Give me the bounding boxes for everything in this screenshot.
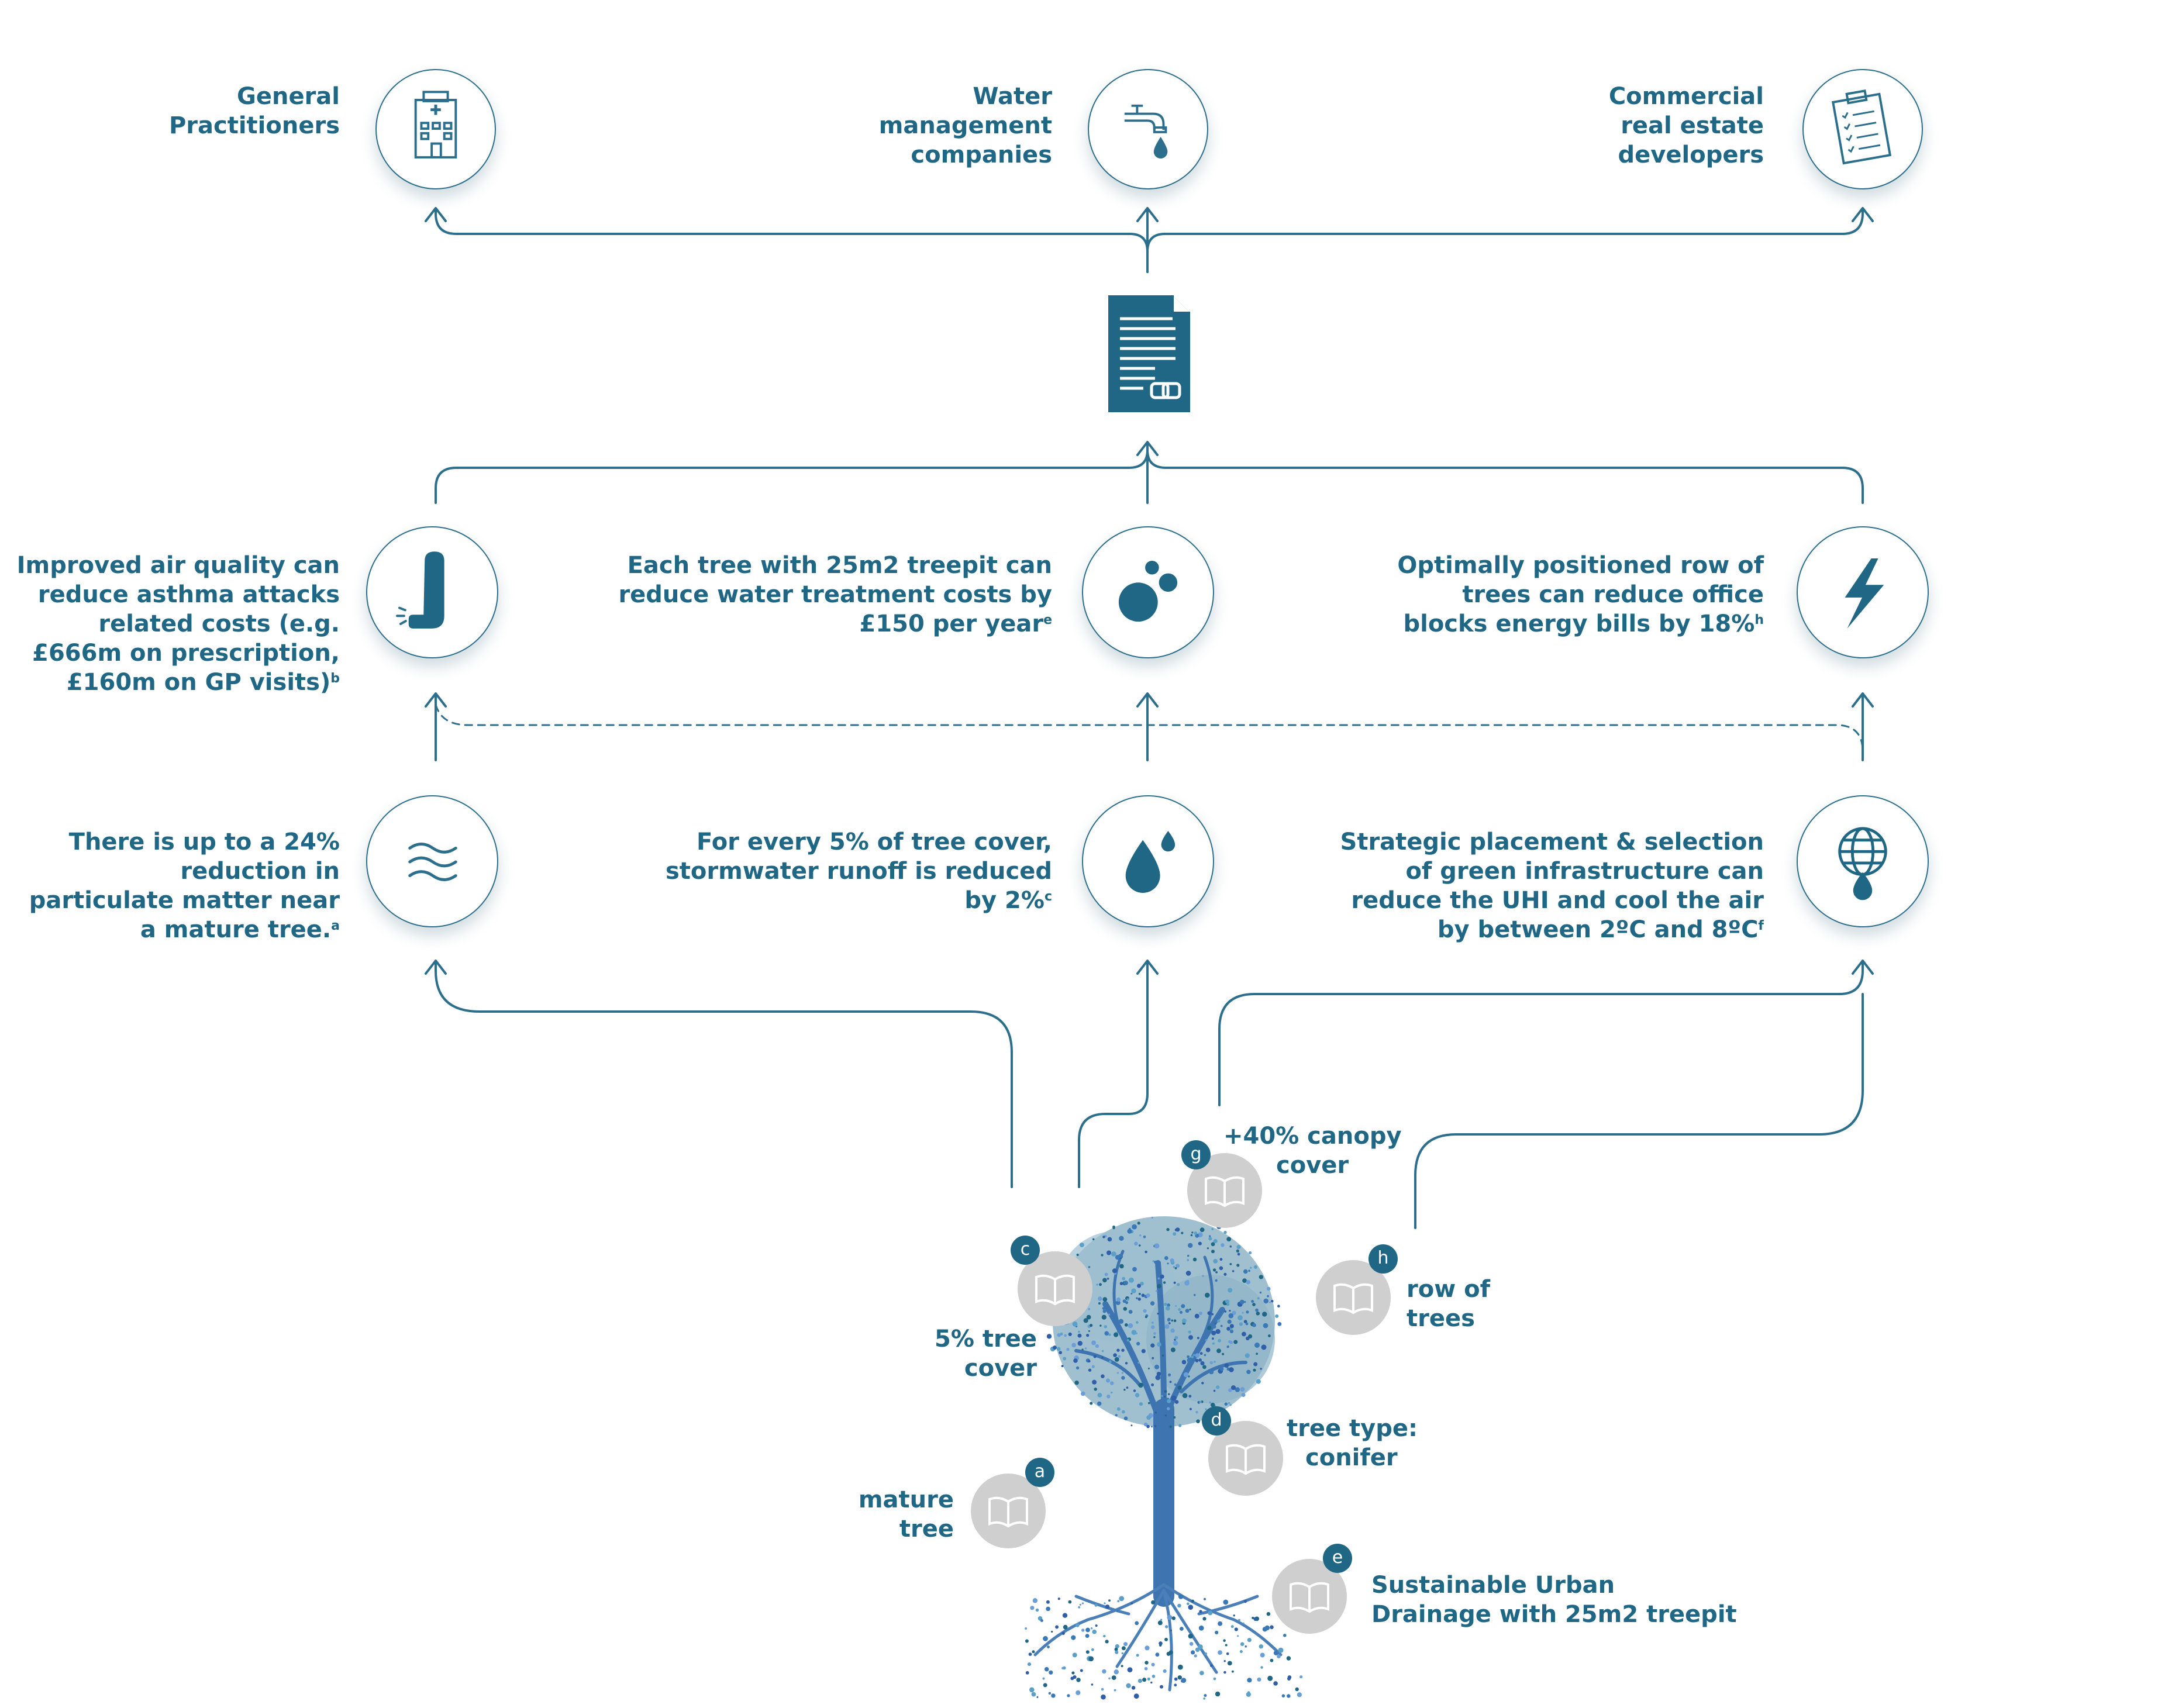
reference-badge-c: c [1011, 1236, 1040, 1265]
effect-label-heat: Strategic placement & selection of green… [1340, 829, 1764, 943]
tree-illustration [1025, 1216, 1304, 1700]
hospital-icon [375, 69, 496, 189]
lightning-icon [1797, 526, 1929, 658]
reference-label-c: 5% tree cover [935, 1326, 1037, 1382]
reference-badge-a: a [1025, 1458, 1054, 1487]
tap-icon [1088, 69, 1208, 189]
connector-tree-to-heat [1218, 961, 1864, 1106]
reference-label-d: tree type: conifer [1287, 1415, 1418, 1471]
reference-label-e: Sustainable Urban Drainage with 25m2 tre… [1371, 1572, 1737, 1628]
reference-label-h: row of trees [1407, 1276, 1490, 1332]
effect-label-water: For every 5% of tree cover, stormwater r… [665, 829, 1052, 914]
saving-label-energy: Optimally positioned row of trees can re… [1397, 552, 1764, 637]
beneficiary-label-gp: General Practitioners [168, 83, 340, 139]
globe-drop-icon [1797, 795, 1929, 927]
tree-trunk [1074, 1250, 1247, 1607]
reference-badge-d: d [1202, 1406, 1231, 1436]
connector-doc-to-beneficiaries [435, 208, 1149, 273]
connector-tree-to-water [1078, 961, 1149, 1188]
beneficiary-label-water: Water management companies [878, 83, 1052, 168]
connector-dashed-cross [435, 703, 1864, 753]
reference-label-g: +40% canopy cover [1223, 1123, 1402, 1179]
inhaler-icon [366, 526, 498, 658]
reference-badge-e: e [1323, 1544, 1352, 1573]
saving-label-air: Improved air quality can reduce asthma a… [16, 552, 340, 696]
reference-label-a: mature tree [858, 1486, 954, 1543]
tree-speckles [1025, 1216, 1304, 1700]
clipboard-icon [1802, 69, 1923, 189]
reference-badge-g: g [1181, 1140, 1211, 1169]
effect-label-air: There is up to a 24% reduction in partic… [29, 829, 340, 943]
reference-badge-h: h [1369, 1244, 1398, 1274]
bubbles-icon [1082, 526, 1214, 658]
drops-icon [1082, 795, 1214, 927]
saving-label-water: Each tree with 25m2 treepit can reduce w… [618, 552, 1052, 637]
reference-icon-g[interactable] [1187, 1153, 1262, 1228]
linked-document-icon [1108, 295, 1190, 412]
connector-savings-to-doc [435, 442, 1149, 504]
connector-tree-to-air [435, 961, 1013, 1188]
wind-icon [366, 795, 498, 927]
reference-icon-a[interactable] [971, 1474, 1046, 1548]
beneficiary-label-commercial: Commercial real estate developers [1608, 83, 1764, 168]
